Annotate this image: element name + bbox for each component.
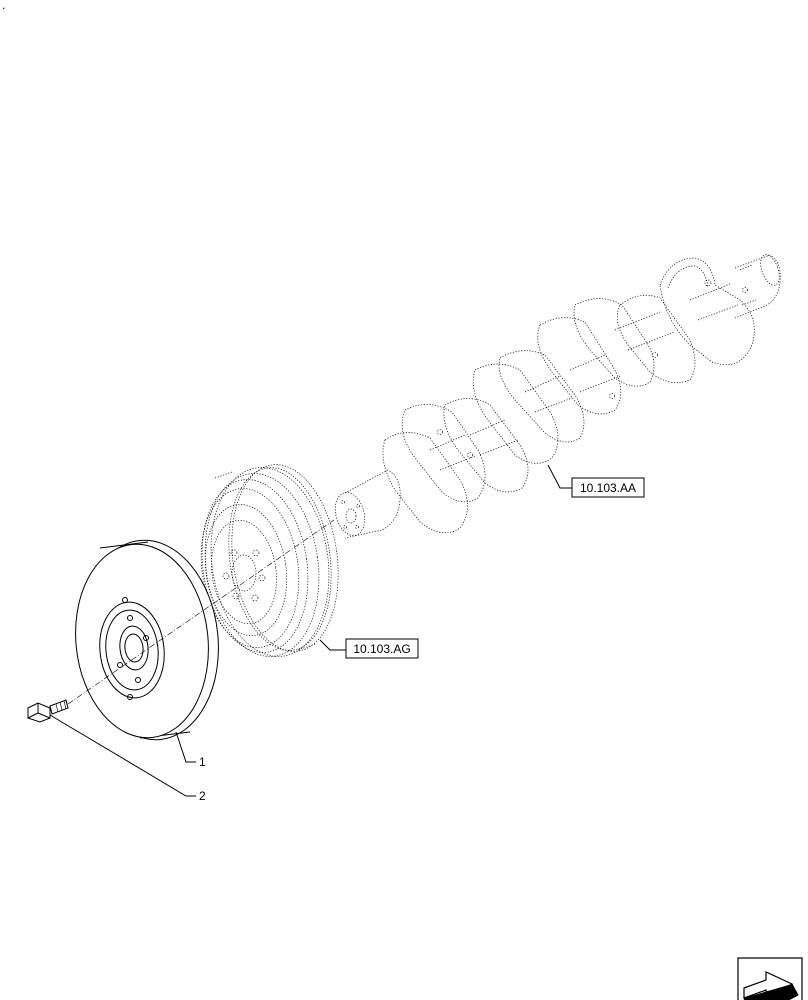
item-number-2: 2 [199, 789, 206, 803]
next-page-arrow-icon[interactable] [737, 957, 803, 1000]
callout-label: 10.103.AG [353, 642, 410, 656]
vibration-damper [75, 539, 219, 741]
callout-10-103-aa[interactable]: 10.103.AA [571, 477, 645, 498]
flywheel [200, 464, 339, 657]
corner-mark: . [2, 0, 5, 12]
item-number-1: 1 [199, 755, 206, 769]
bolt [27, 699, 69, 723]
leader-lines [49, 464, 572, 797]
assembly-axis-line [67, 519, 335, 705]
callout-label: 10.103.AA [580, 481, 636, 495]
callout-10-103-ag[interactable]: 10.103.AG [345, 638, 419, 659]
crankshaft [334, 254, 781, 539]
